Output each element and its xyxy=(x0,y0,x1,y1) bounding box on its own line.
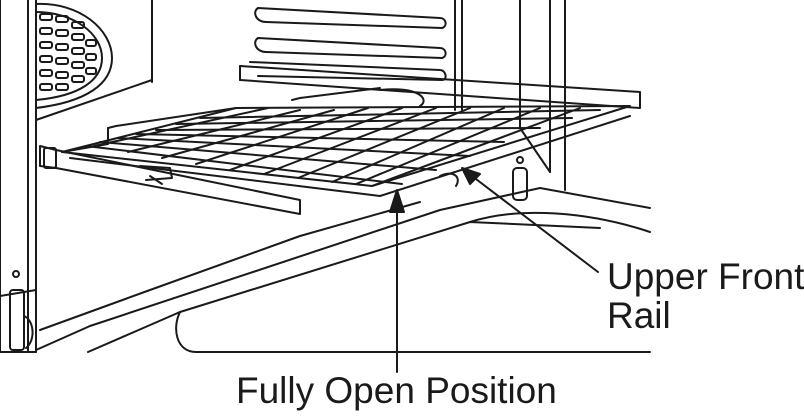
oven-floor xyxy=(35,187,651,353)
upper-front-rail-label-line-2: Rail xyxy=(607,295,671,336)
wire-rack xyxy=(61,87,631,197)
oven-left-wall xyxy=(0,0,153,353)
upper-front-rail-label-line-1: Upper Front xyxy=(607,256,804,297)
upper-front-rail-leader xyxy=(461,167,599,273)
left-rack-support xyxy=(0,270,37,351)
fully-open-position-leader xyxy=(389,189,405,373)
convection-fan-cover xyxy=(35,2,113,109)
rack-left-slide-rail xyxy=(39,145,301,215)
fully-open-position-label: Fully Open Position xyxy=(236,370,557,411)
rack-upper-front-rail xyxy=(239,65,641,109)
